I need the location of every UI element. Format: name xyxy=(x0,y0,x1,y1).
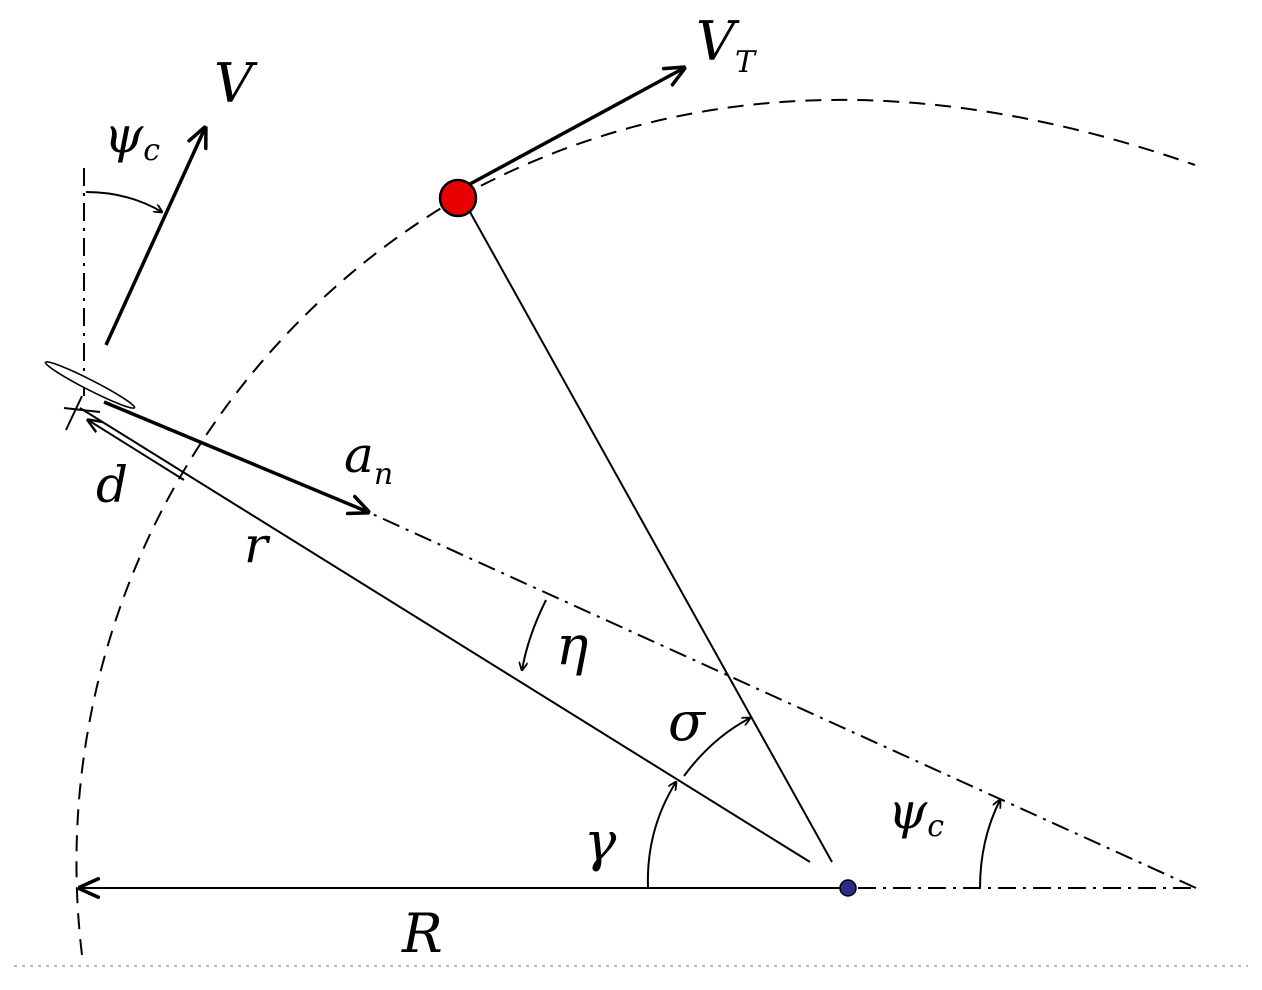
outer-circle-arc xyxy=(75,197,459,956)
label-an-main: a xyxy=(344,426,374,484)
psi-right-arc xyxy=(979,800,1000,889)
r-line xyxy=(79,407,811,863)
d-tick-2 xyxy=(65,395,83,431)
d-dimension xyxy=(88,420,185,481)
label-R: R xyxy=(401,902,443,965)
label-gamma: γ xyxy=(584,810,617,873)
target-line xyxy=(469,211,833,863)
sigma-arc xyxy=(683,718,750,777)
target-trajectory-arc xyxy=(457,98,1196,199)
label-d: d xyxy=(96,456,128,514)
label-psi-right-main: ψ xyxy=(888,782,928,840)
eta-arc xyxy=(522,599,547,670)
psi-top-arc xyxy=(85,191,162,212)
label-VT-main: V xyxy=(696,10,740,73)
label-sigma: σ xyxy=(668,690,707,753)
label-an-sub: n xyxy=(374,457,393,492)
label-psi-top-sub: c xyxy=(143,133,160,168)
label-psi-right: ψc xyxy=(888,782,944,844)
an-vector xyxy=(103,400,368,512)
label-r: r xyxy=(244,516,271,574)
target-point xyxy=(438,178,478,218)
label-psi-top: ψc xyxy=(104,106,160,168)
label-V: V xyxy=(214,52,258,115)
V-vector xyxy=(104,128,205,346)
VT-vector xyxy=(469,68,684,186)
label-psi-top-main: ψ xyxy=(104,106,144,164)
origin-point xyxy=(839,879,857,897)
aircraft-body xyxy=(44,361,136,409)
heading-line xyxy=(367,511,1197,889)
gamma-arc xyxy=(646,782,676,889)
label-psi-right-sub: c xyxy=(927,809,944,844)
label-eta: η xyxy=(556,614,588,677)
label-an: an xyxy=(344,426,393,492)
d-tick xyxy=(63,407,101,413)
label-VT-sub: T xyxy=(735,45,757,80)
label-VT: VT xyxy=(696,10,757,80)
